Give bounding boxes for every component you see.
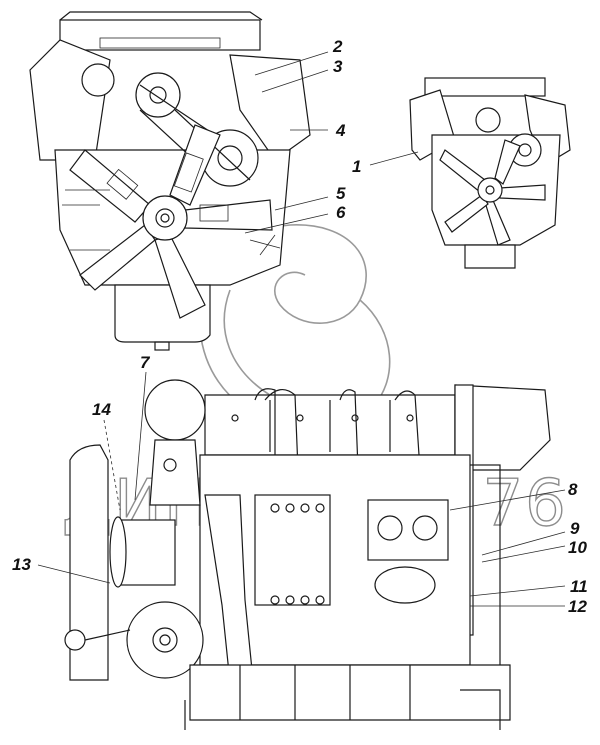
callout-2: 2 xyxy=(332,37,343,56)
callout-11: 11 xyxy=(570,577,588,596)
leader-5 xyxy=(274,196,329,211)
leader-7 xyxy=(134,371,147,501)
callout-10: 10 xyxy=(568,538,587,557)
small-fan xyxy=(439,139,546,246)
crankshaft-pulley-side xyxy=(126,601,204,679)
leader-13 xyxy=(37,564,111,584)
front-view-small xyxy=(409,77,571,269)
callouts: 2 3 4 1 5 6 7 14 8 9 10 11 12 13 xyxy=(12,37,588,616)
callout-4: 4 xyxy=(335,121,346,140)
callout-13: 13 xyxy=(12,555,31,574)
leader-2 xyxy=(254,51,329,76)
left-cylinder-head xyxy=(29,39,111,161)
fuel-pump xyxy=(254,494,331,606)
callout-1: 1 xyxy=(352,157,361,176)
generator-pulley xyxy=(135,72,181,118)
leader-8 xyxy=(449,489,566,511)
top-manifold xyxy=(59,19,261,51)
callout-7: 7 xyxy=(140,353,151,372)
leader-6 xyxy=(244,213,329,234)
fan-hub xyxy=(142,195,188,241)
right-cylinder-head xyxy=(229,54,311,161)
callout-14: 14 xyxy=(92,400,111,419)
leader-1 xyxy=(369,151,419,166)
callout-12: 12 xyxy=(568,597,587,616)
callout-3: 3 xyxy=(333,57,343,76)
callout-5: 5 xyxy=(336,184,346,203)
leader-lines xyxy=(37,51,566,607)
leader-3 xyxy=(261,69,329,93)
oil-filter xyxy=(81,63,115,97)
side-view xyxy=(64,379,551,730)
leader-11 xyxy=(469,585,566,597)
small-top-manifold xyxy=(424,77,546,97)
small-oil-pan xyxy=(464,244,516,269)
leader-10 xyxy=(481,545,566,563)
callout-9: 9 xyxy=(570,519,580,538)
side-pulley-top xyxy=(144,379,206,441)
generator-pulley-side xyxy=(109,516,127,588)
callout-8: 8 xyxy=(568,480,578,499)
front-view-large xyxy=(29,11,311,351)
generator xyxy=(119,519,176,586)
oil-filter-housing xyxy=(374,566,436,604)
callout-6: 6 xyxy=(336,203,346,222)
air-compressor xyxy=(367,499,449,561)
front-cover-plate xyxy=(69,444,109,681)
leader-9 xyxy=(481,531,566,556)
cooling-fan xyxy=(69,124,273,319)
